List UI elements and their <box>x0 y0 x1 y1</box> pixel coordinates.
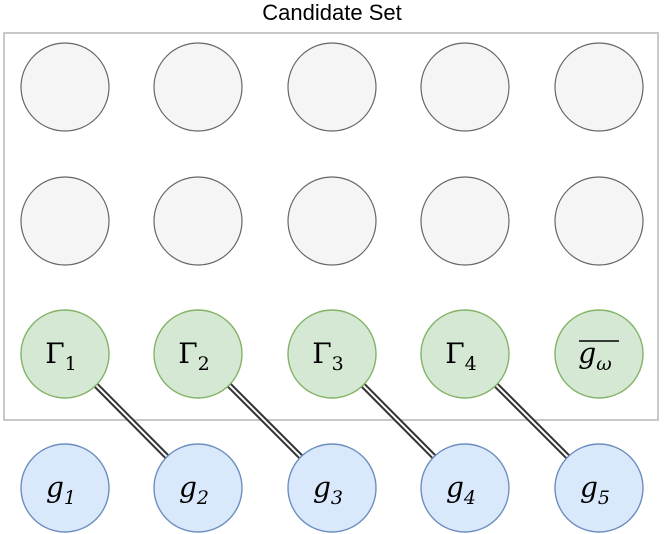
svg-text:g5: g5 <box>580 471 610 509</box>
blue-node-5: g5 <box>554 443 644 533</box>
svg-text:gω: gω <box>578 337 611 375</box>
candidate-node-empty <box>20 42 110 132</box>
node-symbol: g <box>578 337 596 370</box>
green-node-4: Γ4 <box>420 309 510 399</box>
node-subscript: 5 <box>598 487 610 509</box>
node-symbol: Γ <box>45 337 64 370</box>
candidate-node-empty <box>20 176 110 266</box>
node-symbol: Γ <box>312 337 331 370</box>
node-subscript: 2 <box>196 487 209 509</box>
node-symbol: g <box>179 471 197 504</box>
green-node-2: Γ2 <box>153 309 243 399</box>
node-subscript: 3 <box>331 487 343 509</box>
candidate-node-empty <box>554 176 644 266</box>
candidate-node-empty <box>420 176 510 266</box>
node-subscript: 4 <box>463 487 476 509</box>
candidate-node-empty <box>554 42 644 132</box>
node-symbol: g <box>46 471 64 504</box>
candidate-node-empty <box>153 42 243 132</box>
node-symbol: g <box>446 471 464 504</box>
svg-text:g4: g4 <box>446 471 476 509</box>
candidate-node-empty <box>287 42 377 132</box>
node-symbol: g <box>313 471 331 504</box>
link-Γ2-g3 <box>224 380 306 462</box>
node-subscript: 3 <box>332 353 344 375</box>
svg-text:Γ2: Γ2 <box>178 337 210 375</box>
candidate-set-frame <box>3 32 659 421</box>
node-subscript: 1 <box>65 353 77 375</box>
link-Γ3-g4 <box>358 380 439 462</box>
green-node-5: gω <box>554 309 644 399</box>
candidate-node-empty <box>153 176 243 266</box>
svg-text:Γ1: Γ1 <box>45 337 77 375</box>
link-Γ4-g5 <box>491 380 573 462</box>
node-subscript: 2 <box>198 353 210 375</box>
blue-node-4: g4 <box>420 443 510 533</box>
link-Γ1-g2 <box>91 380 172 462</box>
candidate-node-empty <box>420 42 510 132</box>
svg-text:g1: g1 <box>46 471 76 509</box>
node-symbol: Γ <box>445 337 464 370</box>
svg-text:g2: g2 <box>179 471 209 509</box>
blue-node-1: g1 <box>20 443 110 533</box>
links-layer <box>91 380 573 462</box>
blue-node-3: g3 <box>287 443 377 533</box>
green-node-1: Γ1 <box>20 309 110 399</box>
blue-node-2: g2 <box>153 443 243 533</box>
node-subscript: ω <box>596 353 612 375</box>
node-symbol: Γ <box>178 337 197 370</box>
svg-text:Γ3: Γ3 <box>312 337 344 375</box>
svg-text:Γ4: Γ4 <box>445 337 477 375</box>
svg-text:g3: g3 <box>313 471 343 509</box>
node-symbol: g <box>580 471 598 504</box>
green-node-3: Γ3 <box>287 309 377 399</box>
node-subscript: 4 <box>465 353 477 375</box>
node-subscript: 1 <box>64 487 76 509</box>
candidate-set-title: Candidate Set <box>262 0 402 25</box>
candidate-node-empty <box>287 176 377 266</box>
